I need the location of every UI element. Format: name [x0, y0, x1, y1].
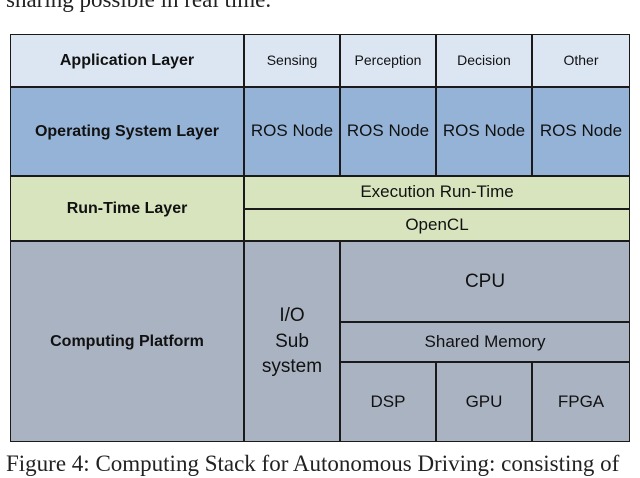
run-time-layer-label: Run-Time Layer [10, 176, 244, 241]
io-subsystem: I/O Sub system [244, 241, 340, 442]
ros-node: ROS Node [340, 87, 436, 176]
ros-node: ROS Node [436, 87, 532, 176]
computing-platform-label: Computing Platform [10, 241, 244, 442]
opencl: OpenCL [244, 209, 630, 241]
application-module-sensing: Sensing [244, 34, 340, 87]
application-layer-label: Application Layer [10, 34, 244, 87]
gpu: GPU [436, 362, 532, 442]
figure-caption: Figure 4: Computing Stack for Autonomous… [6, 451, 620, 476]
body-text-line: sharing possible in real time. [6, 0, 271, 14]
operating-system-layer-label: Operating System Layer [10, 87, 244, 176]
computing-stack-diagram: Application Layer Operating System Layer… [10, 34, 630, 442]
application-module-decision: Decision [436, 34, 532, 87]
dsp: DSP [340, 362, 436, 442]
cpu: CPU [340, 241, 630, 322]
fpga: FPGA [532, 362, 630, 442]
shared-memory: Shared Memory [340, 322, 630, 362]
ros-node: ROS Node [532, 87, 630, 176]
application-module-perception: Perception [340, 34, 436, 87]
ros-node: ROS Node [244, 87, 340, 176]
execution-run-time: Execution Run-Time [244, 176, 630, 209]
application-module-other: Other [532, 34, 630, 87]
